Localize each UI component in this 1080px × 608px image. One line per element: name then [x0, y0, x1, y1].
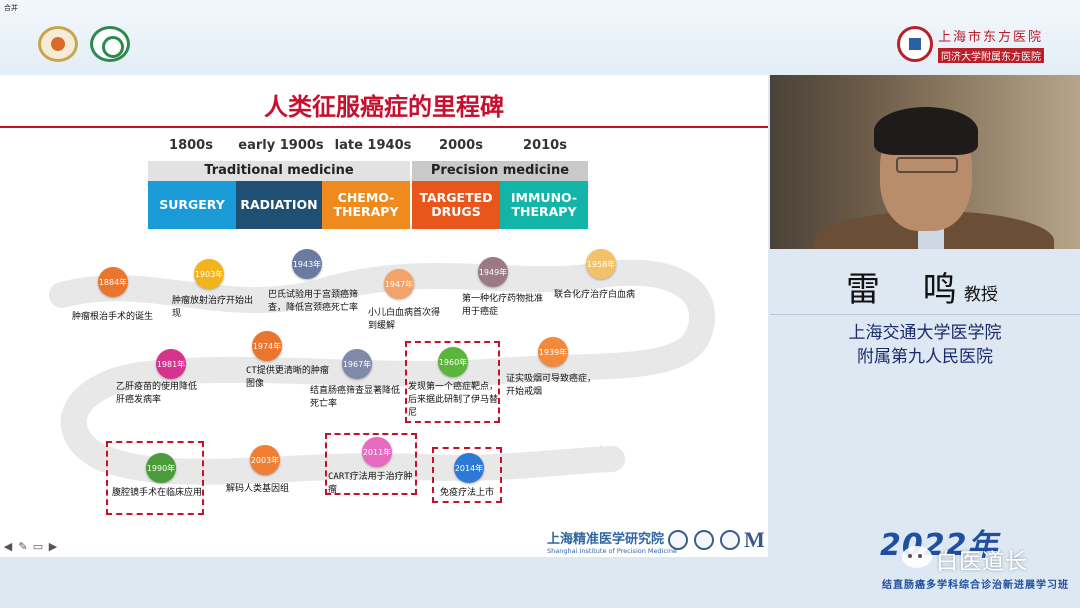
event-subtitle: 结直肠癌多学科综合诊治新进展学习班	[882, 580, 1069, 591]
milestone-text: 肿瘤放射治疗开始出现	[172, 296, 254, 319]
milestone-node: 1967年	[342, 349, 372, 379]
group-traditional: Traditional medicine	[148, 161, 410, 181]
group-precision: Precision medicine	[412, 161, 588, 181]
milestone-text: CT提供更清晰的肿瘤图像	[246, 366, 329, 389]
cmea-logo-icon	[90, 26, 130, 62]
partner-logo-icon	[720, 530, 740, 550]
milestone-node: 1949年	[478, 257, 508, 287]
milestone-text: 腹腔镜手术在临床应用	[112, 488, 203, 498]
milestone-text: 解码人类基因组	[226, 484, 290, 494]
milestone-node: 1939年	[538, 337, 568, 367]
decade-label: 1800s	[169, 138, 213, 153]
glasses-icon	[896, 157, 958, 173]
event-year: 2022年	[880, 528, 999, 563]
milestone-text: 乙肝疫苗的使用降低肝癌发病率	[116, 382, 198, 405]
highlight-box	[405, 341, 500, 423]
category-chemotherapy: CHEMO-THERAPY	[322, 181, 410, 229]
speaker-title: 教授	[964, 285, 998, 305]
milestone-node: 2014年	[454, 453, 484, 483]
institute-logo: 上海精准医学研究院 Shanghai Institute of Precisio…	[547, 528, 677, 555]
milestone-text: 肿瘤根治手术的诞生	[72, 312, 154, 322]
decade-row: 1800s early 1900s late 1940s 2000s 2010s	[0, 138, 768, 158]
category-radiation: RADIATION	[236, 181, 322, 229]
highlight-box	[432, 447, 502, 503]
hospital-emblem-icon	[897, 26, 933, 62]
milestone-node: 1960年	[438, 347, 468, 377]
speaker-affiliation: 附属第九人民医院	[857, 347, 993, 367]
highlight-box	[325, 433, 417, 495]
milestone-node: 1884年	[98, 267, 128, 297]
wechat-icon	[902, 546, 932, 568]
decade-label: 2000s	[439, 138, 483, 153]
highlight-box	[106, 441, 204, 515]
milestone-node: 1990年	[146, 453, 176, 483]
milestone-node: 1974年	[252, 331, 282, 361]
corner-label: 合并	[4, 4, 18, 12]
back-arrow-icon[interactable]: ◀	[3, 540, 13, 553]
speaker-hair	[874, 107, 978, 155]
title-divider	[0, 126, 768, 128]
hospital-name: 上海市东方医院 同济大学附属东方医院	[938, 26, 1048, 64]
milestone-node: 2011年	[362, 437, 392, 467]
association-logo-icon	[38, 26, 78, 62]
m-logo: M	[744, 527, 765, 552]
milestone-node: 1958年	[586, 249, 616, 279]
speaker-video	[770, 75, 1080, 249]
milestone-node: 1943年	[292, 249, 322, 279]
pen-icon[interactable]: ✎	[18, 540, 28, 553]
milestone-text: CART疗法用于治疗肿瘤	[328, 472, 413, 495]
milestone-text: 发现第一个癌症靶点，后来据此研制了伊马替尼	[408, 382, 499, 418]
watermark: 白医道长	[936, 550, 1029, 575]
top-bar: 合并 上海市东方医院 同济大学附属东方医院	[0, 0, 1080, 75]
milestone-node: 2003年	[250, 445, 280, 475]
partner-logo-icon	[694, 530, 714, 550]
category-immunotherapy: IMMUNO-THERAPY	[500, 181, 588, 229]
speaker-name: 雷 鸣	[846, 270, 973, 310]
decade-label: early 1900s	[238, 138, 324, 153]
slideshow-toolbar: ◀ ✎ ▭ ▶	[2, 541, 59, 553]
category-surgery: SURGERY	[148, 181, 236, 229]
milestone-node: 1947年	[384, 269, 414, 299]
presentation-slide: 人类征服癌症的里程碑 1800s early 1900s late 1940s …	[0, 75, 768, 557]
hospital-name-cn: 上海市东方医院	[938, 30, 1044, 45]
milestone-text: 免疫疗法上市	[440, 488, 495, 498]
milestone-text: 小儿白血病首次得到缓解	[368, 308, 441, 331]
milestone-node: 1981年	[156, 349, 186, 379]
milestone-text: 联合化疗治疗白血病	[554, 290, 636, 300]
screen-icon[interactable]: ▭	[32, 540, 44, 553]
partner-logo-icon	[668, 530, 688, 550]
milestone-text: 结直肠癌筛查显著降低死亡率	[310, 386, 401, 409]
speaker-divider	[770, 314, 1080, 315]
milestone-text: 巴氏试验用于宫颈癌筛查，降低宫颈癌死亡率	[268, 290, 359, 313]
speaker-affiliation: 上海交通大学医学院	[848, 323, 1002, 343]
institute-name-cn: 上海精准医学研究院	[547, 532, 665, 547]
milestone-text: 证实吸烟可导致癌症，开始戒烟	[506, 374, 597, 397]
forward-arrow-icon[interactable]: ▶	[48, 540, 58, 553]
hospital-name-sub: 同济大学附属东方医院	[938, 48, 1044, 63]
slide-title: 人类征服癌症的里程碑	[264, 93, 504, 121]
decade-label: 2010s	[523, 138, 567, 153]
decade-label: late 1940s	[334, 138, 412, 153]
milestone-node: 1903年	[194, 259, 224, 289]
speaker-panel: 雷 鸣 教授 上海交通大学医学院 附属第九人民医院	[770, 252, 1080, 372]
milestone-text: 第一种化疗药物批准用于癌症	[462, 294, 544, 317]
institute-name-en: Shanghai Institute of Precision Medicine	[547, 547, 677, 555]
